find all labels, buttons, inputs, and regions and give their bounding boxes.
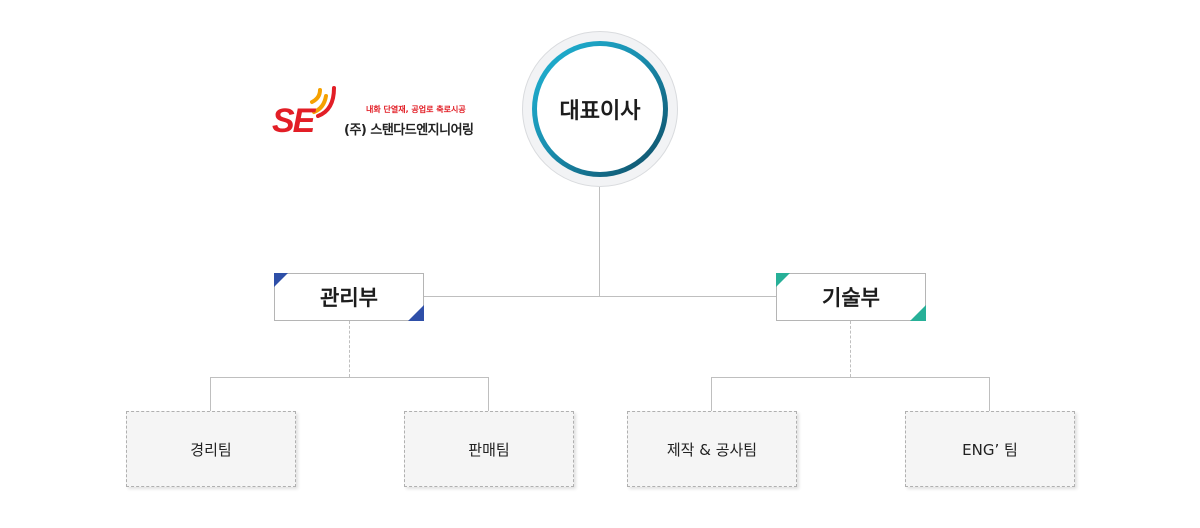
logo-slogan: 내화 단열재, 공업로 축로시공 bbox=[366, 105, 466, 114]
corner-accent-icon bbox=[910, 305, 926, 321]
team2-connector bbox=[488, 377, 489, 411]
ceo-node: 대표이사 bbox=[537, 46, 663, 172]
dept2-teams-connector bbox=[711, 377, 990, 378]
ceo-connector-line bbox=[599, 187, 600, 297]
team-engineering: ENG’ 팀 bbox=[905, 411, 1075, 487]
logo-mark: SE bbox=[272, 102, 315, 140]
departments-connector-line bbox=[424, 296, 777, 297]
team-sales: 판매팀 bbox=[404, 411, 574, 487]
corner-accent-icon bbox=[408, 305, 424, 321]
dept1-teams-connector bbox=[210, 377, 489, 378]
team1-connector bbox=[210, 377, 211, 411]
team4-connector bbox=[989, 377, 990, 411]
corner-accent-icon bbox=[776, 273, 790, 287]
dept-label: 관리부 bbox=[320, 286, 378, 310]
logo-company-name: (주) 스탠다드엔지니어링 bbox=[344, 123, 474, 138]
dept-label: 기술부 bbox=[822, 286, 880, 310]
dept1-dashed-connector bbox=[349, 321, 350, 377]
logo-waves-icon bbox=[310, 86, 336, 118]
dept-management: 관리부 bbox=[274, 273, 424, 321]
corner-accent-icon bbox=[274, 273, 288, 287]
company-logo: SE 내화 단열재, 공업로 축로시공 (주) 스탠다드엔지니어링 bbox=[268, 82, 498, 142]
dept-technical: 기술부 bbox=[776, 273, 926, 321]
team3-connector bbox=[711, 377, 712, 411]
dept2-dashed-connector bbox=[850, 321, 851, 377]
team-fabrication-construction: 제작 & 공사팀 bbox=[627, 411, 797, 487]
team-accounting: 경리팀 bbox=[126, 411, 296, 487]
